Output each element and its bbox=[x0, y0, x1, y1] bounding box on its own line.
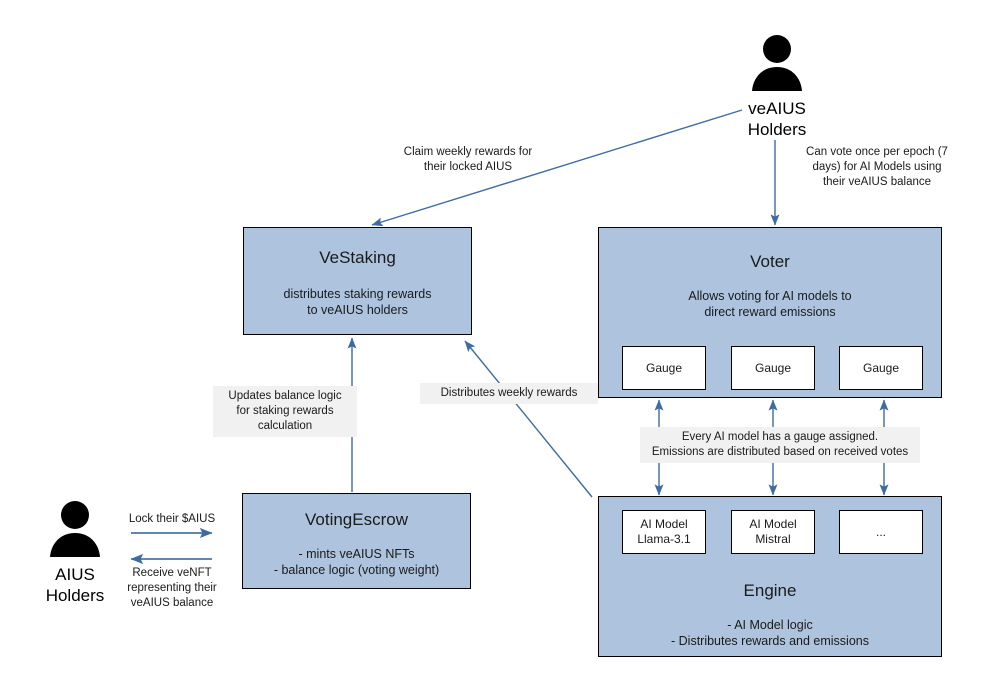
person-icon bbox=[47, 498, 103, 558]
node-vestaking-title: VeStaking bbox=[319, 248, 396, 267]
node-vestaking-desc: distributes staking rewards to veAIUS ho… bbox=[283, 287, 432, 317]
gauge-box-2[interactable]: Gauge bbox=[731, 346, 815, 390]
actor-veaius-holders: veAIUS Holders bbox=[722, 32, 832, 140]
edge-label-claim-weekly-rewards: Claim weekly rewards for their locked AI… bbox=[403, 146, 533, 173]
node-engine-desc: - AI Model logic - Distributes rewards a… bbox=[671, 618, 869, 648]
ai-model-box-2-label: AI Model Mistral bbox=[749, 517, 797, 546]
ai-model-box-3[interactable]: ... bbox=[839, 510, 923, 554]
node-votingescrow-desc: - mints veAIUS NFTs - balance logic (vot… bbox=[273, 547, 440, 577]
node-vestaking[interactable]: VeStaking distributes staking rewards to… bbox=[243, 227, 472, 335]
person-icon bbox=[749, 32, 805, 92]
gauge-box-2-label: Gauge bbox=[754, 360, 792, 375]
gauge-box-1[interactable]: Gauge bbox=[622, 346, 706, 390]
gauge-box-3[interactable]: Gauge bbox=[839, 346, 923, 390]
edge-label-updates-balance-logic: Updates balance logic for staking reward… bbox=[213, 386, 357, 437]
ai-model-box-3-label: ... bbox=[875, 524, 886, 539]
actor-veaius-holders-label: veAIUS Holders bbox=[747, 99, 807, 139]
gauge-box-3-label: Gauge bbox=[862, 360, 900, 375]
node-voter[interactable]: Voter Allows voting for AI models to dir… bbox=[598, 227, 942, 398]
node-engine-title: Engine bbox=[743, 581, 797, 600]
ai-model-box-1[interactable]: AI Model Llama-3.1 bbox=[622, 510, 706, 554]
gauge-box-1-label: Gauge bbox=[645, 360, 683, 375]
edge-label-vote-once-per-epoch: Can vote once per epoch (7 days) for AI … bbox=[806, 146, 948, 188]
actor-aius-holders: AIUS Holders bbox=[20, 498, 130, 606]
edge-label-receive-venft: Receive veNFT representing their veAIUS … bbox=[127, 567, 217, 609]
ai-model-box-2[interactable]: AI Model Mistral bbox=[731, 510, 815, 554]
node-voter-title: Voter bbox=[750, 252, 790, 271]
node-voter-desc: Allows voting for AI models to direct re… bbox=[688, 289, 852, 319]
node-votingescrow-title: VotingEscrow bbox=[305, 510, 408, 529]
edge-label-lock-their-aius: Lock their $AIUS bbox=[128, 513, 216, 525]
edge-label-gauge-assignment: Every AI model has a gauge assigned. Emi… bbox=[640, 427, 920, 463]
arrow-engine-to-vestaking bbox=[464, 340, 593, 498]
ai-model-box-1-label: AI Model Llama-3.1 bbox=[637, 517, 691, 546]
node-votingescrow[interactable]: VotingEscrow - mints veAIUS NFTs - balan… bbox=[242, 493, 471, 589]
actor-aius-holders-label: AIUS Holders bbox=[45, 565, 105, 605]
node-engine[interactable]: Engine - AI Model logic - Distributes re… bbox=[598, 496, 942, 657]
edge-label-distributes-weekly-rewards: Distributes weekly rewards bbox=[420, 383, 598, 404]
